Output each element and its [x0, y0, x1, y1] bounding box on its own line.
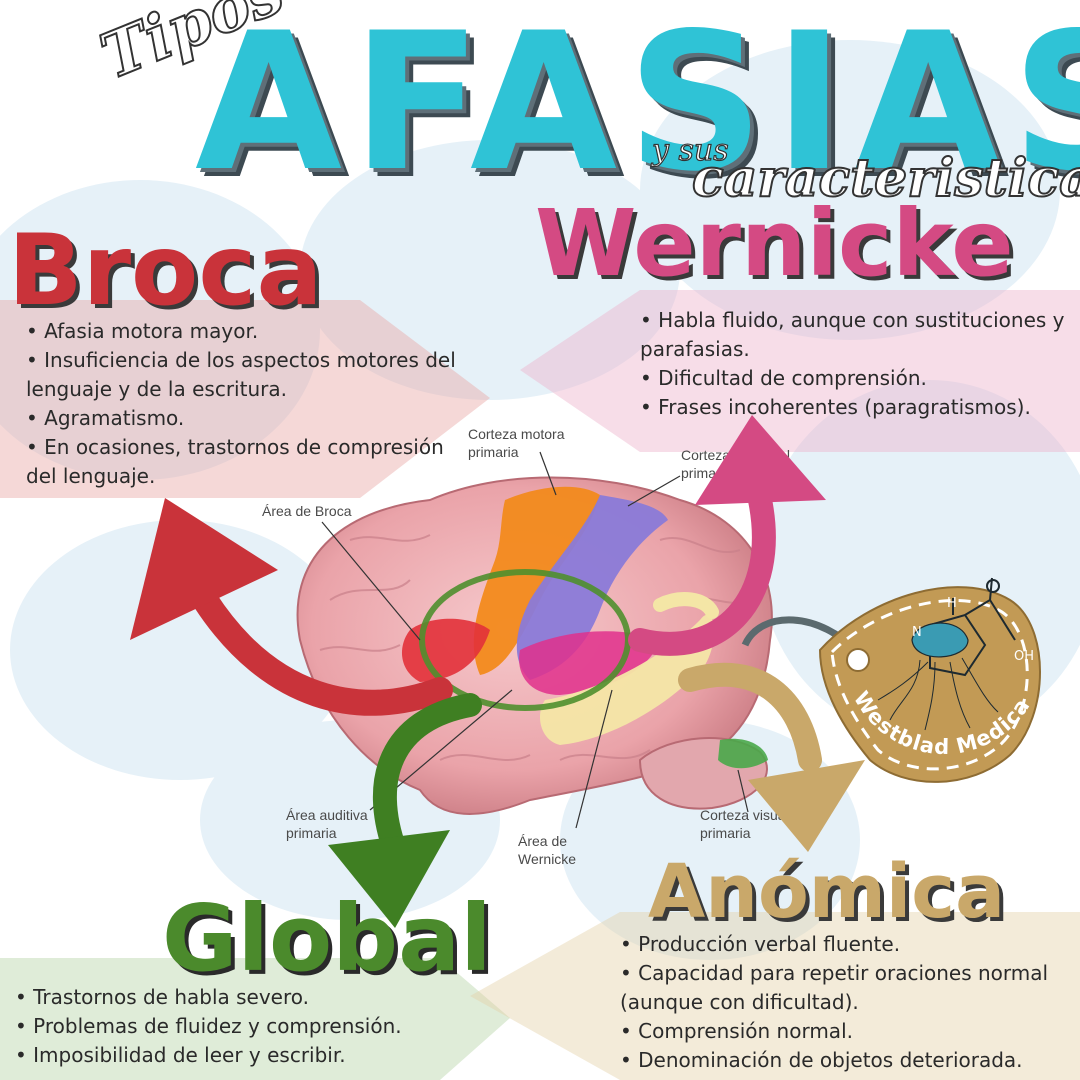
logo-chem-n: N — [912, 625, 922, 640]
heading-broca: Broca — [8, 214, 323, 328]
background-blob — [640, 40, 1060, 340]
logo-tag — [818, 586, 1041, 783]
background-blob — [300, 140, 680, 400]
title-connector: y sus — [651, 132, 729, 168]
global-panel — [0, 958, 510, 1080]
list-item: • Denominación de objetos deteriorada. — [620, 1048, 1023, 1072]
jellyfish-icon — [911, 622, 969, 658]
heading-anomica: Anómica — [648, 849, 1006, 935]
list-item: • Trastornos de habla severo. — [15, 985, 310, 1009]
label-broca-area: Área de Broca — [262, 503, 352, 519]
global-list: • Trastornos de habla severo. • Problema… — [15, 983, 475, 1070]
broca-list: • Afasia motora mayor. • Insuficiencia d… — [26, 317, 466, 491]
wernicke-list: • Habla fluido, aunque con sustituciones… — [640, 306, 1080, 422]
list-item: • Agramatismo. — [26, 406, 185, 430]
list-item: • Capacidad para repetir oraciones norma… — [620, 961, 1049, 1014]
list-item: • Dificultad de comprensión. — [640, 366, 927, 390]
list-item: • Insuficiencia de los aspectos motores … — [26, 348, 456, 401]
list-item: • Comprensión normal. — [620, 1019, 853, 1043]
anomica-list: • Producción verbal fluente. • Capacidad… — [620, 930, 1075, 1075]
visual-cortex — [718, 738, 768, 769]
label-wernicke-area: Área de Wernicke — [518, 833, 577, 867]
heading-wernicke: Wernicke — [535, 190, 1014, 297]
title-suffix: caracteristicas — [691, 147, 1080, 210]
label-motor-cortex: Corteza motora primaria — [468, 426, 565, 460]
list-item: • En ocasiones, trastornos de compresión… — [26, 435, 444, 488]
anomica-panel — [470, 912, 1080, 1080]
list-item: • Frases incoherentes (paragratismos). — [640, 395, 1031, 419]
logo-chem-h: H — [947, 596, 957, 611]
label-auditory-area: Área auditiva primaria — [286, 807, 368, 841]
background-blob — [0, 180, 320, 480]
broca-panel — [0, 300, 490, 498]
wernicke-panel — [520, 290, 1080, 452]
logo-chem-oh: OH — [1014, 649, 1034, 664]
motor-cortex — [473, 486, 600, 675]
list-item: • Problemas de fluidez y comprensión. — [15, 1014, 402, 1038]
anomica-arrow-icon — [678, 662, 865, 852]
global-arrow-icon — [328, 693, 482, 928]
list-item: • Imposibilidad de leer y escribir. — [15, 1043, 346, 1067]
broca-arrow-icon — [130, 498, 453, 716]
wernicke-arrow-icon — [628, 415, 826, 656]
heading-global: Global — [162, 885, 492, 992]
chemical-structure-icon — [929, 577, 1016, 677]
list-item: • Afasia motora mayor. — [26, 319, 259, 343]
list-item: • Producción verbal fluente. — [620, 932, 901, 956]
list-item: • Habla fluido, aunque con sustituciones… — [640, 308, 1065, 361]
